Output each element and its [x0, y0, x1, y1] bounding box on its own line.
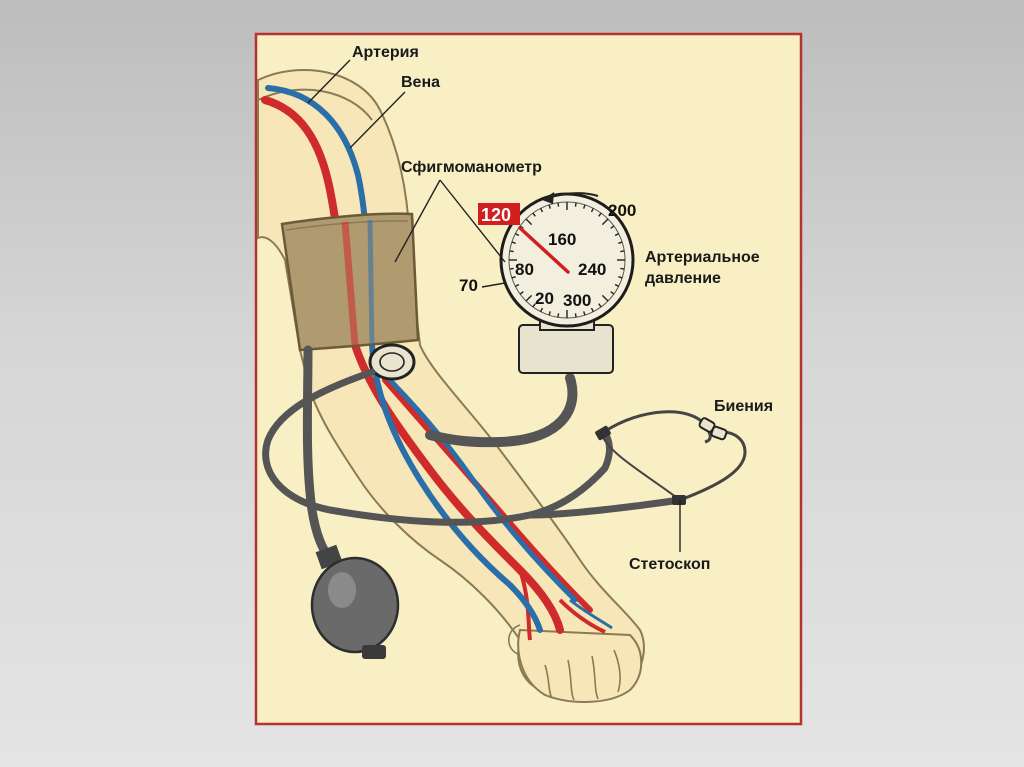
dial-240: 240 — [578, 260, 606, 279]
gauge-tick — [510, 268, 514, 269]
label-vein: Вена — [401, 74, 440, 91]
label-artery: Артерия — [352, 44, 419, 61]
gauge-tick — [620, 251, 624, 252]
gauge-tick — [620, 268, 624, 269]
label-sphygmomanometer: Сфигмоманометр — [401, 159, 542, 176]
gauge-tick — [575, 313, 576, 317]
dial-80: 80 — [515, 260, 534, 279]
label-arterial-pressure-1: Артериальное — [645, 249, 760, 266]
gauge-tick — [575, 203, 576, 207]
label-arterial-pressure-2: давление — [645, 270, 721, 287]
dial-200: 200 — [608, 201, 636, 220]
pressure-reading: 120 — [481, 205, 511, 225]
dial-160: 160 — [548, 230, 576, 249]
gauge-tick — [510, 251, 514, 252]
manometer: 80 160 240 20 300 — [501, 194, 633, 373]
gauge-tick — [558, 313, 559, 317]
label-beats: Биения — [714, 398, 773, 415]
dial-70: 70 — [459, 276, 478, 295]
cuff — [282, 214, 418, 350]
gauge-tick — [558, 203, 559, 207]
label-stethoscope: Стетоскоп — [629, 556, 710, 573]
dial-20: 20 — [535, 289, 554, 308]
pressure-reading-badge: 120 — [478, 203, 520, 225]
dial-300: 300 — [563, 291, 591, 310]
